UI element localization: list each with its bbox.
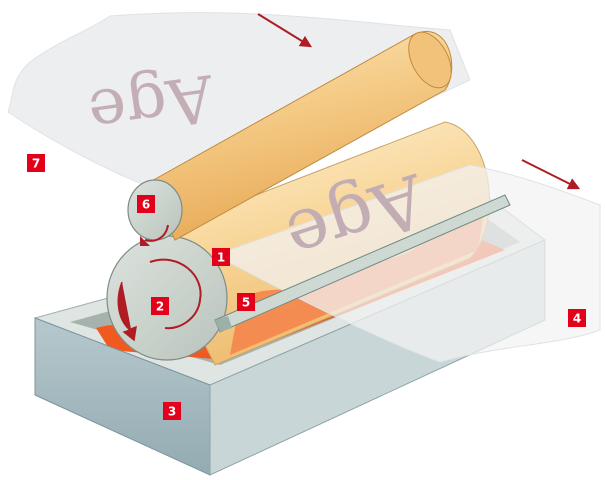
- label-badge-paper-in: 4: [568, 309, 586, 327]
- label-badge-pressure-roller: 6: [137, 195, 155, 213]
- label-badge-number: 4: [573, 312, 581, 326]
- rotation-arrow-icon: [144, 224, 169, 242]
- rotation-arrow-icon: [149, 258, 202, 330]
- rotation-arrow-icon: [117, 281, 137, 342]
- label-badge-number: 7: [32, 157, 40, 171]
- label-badge-box: [137, 195, 155, 213]
- label-badge-box: [27, 154, 45, 172]
- printed-paper-web: [7, 12, 471, 206]
- paper-print-text-top: Age: [84, 59, 219, 150]
- rotation-arrow-icon: [140, 236, 150, 246]
- label-badge-number: 3: [168, 405, 176, 419]
- label-badge-box: [212, 248, 230, 266]
- label-badge-number: 6: [142, 198, 150, 212]
- label-badge-box: [568, 309, 586, 327]
- label-badge-box: [163, 402, 181, 420]
- label-badge-printed-paper: 7: [27, 154, 45, 172]
- label-badge-impression-cylinder: 1: [212, 248, 230, 266]
- label-badge-ink-trough: 3: [163, 402, 181, 420]
- label-badge-gravure-cylinder: 2: [151, 297, 169, 315]
- direction-arrow-icon: [257, 13, 313, 48]
- label-badge-number: 5: [242, 296, 250, 310]
- label-badge-number: 1: [217, 251, 225, 265]
- direction-arrow-icon: [521, 159, 581, 190]
- label-badge-box: [237, 293, 255, 311]
- doctor-blade: [214, 194, 511, 333]
- paper-web: [213, 164, 601, 363]
- label-badge-box: [151, 297, 169, 315]
- label-badge-doctor-blade: 5: [237, 293, 255, 311]
- label-badge-number: 2: [156, 300, 164, 314]
